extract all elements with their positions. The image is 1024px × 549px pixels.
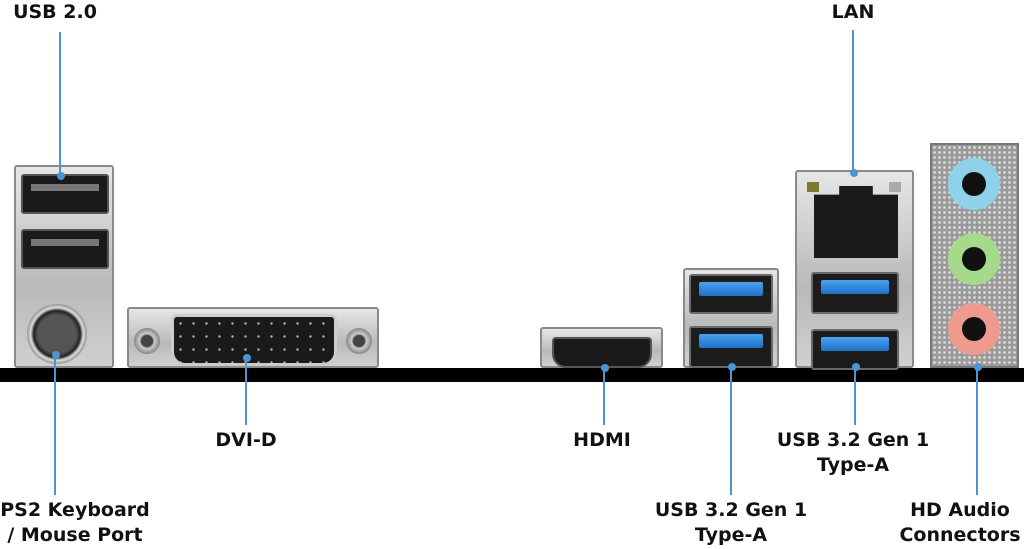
audio-plate — [930, 143, 1019, 368]
audio-leader — [976, 368, 978, 495]
usb3-port — [689, 274, 773, 314]
usb3-port — [689, 326, 773, 368]
dvi-plate — [127, 307, 379, 368]
lan-port — [814, 186, 898, 258]
label-usb20: USB 2.0 — [13, 1, 97, 23]
usb3-stack — [683, 268, 779, 368]
lan-leader — [852, 30, 854, 172]
usb3-port — [811, 272, 899, 314]
usb32-right-leader — [854, 368, 856, 425]
usb2-port — [21, 229, 109, 269]
label-hdmi: HDMI — [573, 429, 631, 451]
audio-line-out-jack — [948, 233, 1000, 285]
usb3-port — [811, 329, 899, 370]
hdmi-port — [552, 337, 652, 368]
audio-mic-jack — [948, 303, 1000, 355]
dvi-port — [171, 314, 337, 366]
usb2-ps2-bracket — [14, 165, 114, 368]
audio-line-in-jack — [948, 158, 1000, 210]
label-lan: LAN — [831, 1, 875, 23]
lan-usb3-block — [795, 170, 914, 370]
ps2-leader — [54, 355, 56, 495]
label-dvi: DVI-D — [215, 429, 277, 451]
usb32-mid-leader — [730, 368, 732, 495]
usb2-port — [21, 174, 109, 214]
dvi-leader — [245, 358, 247, 425]
label-ps2: PS2 Keyboard/ Mouse Port — [0, 499, 150, 546]
panel-edge — [0, 368, 1024, 382]
usb20-leader — [59, 32, 61, 175]
hdmi-plate — [540, 327, 663, 368]
hdmi-leader — [603, 368, 605, 425]
